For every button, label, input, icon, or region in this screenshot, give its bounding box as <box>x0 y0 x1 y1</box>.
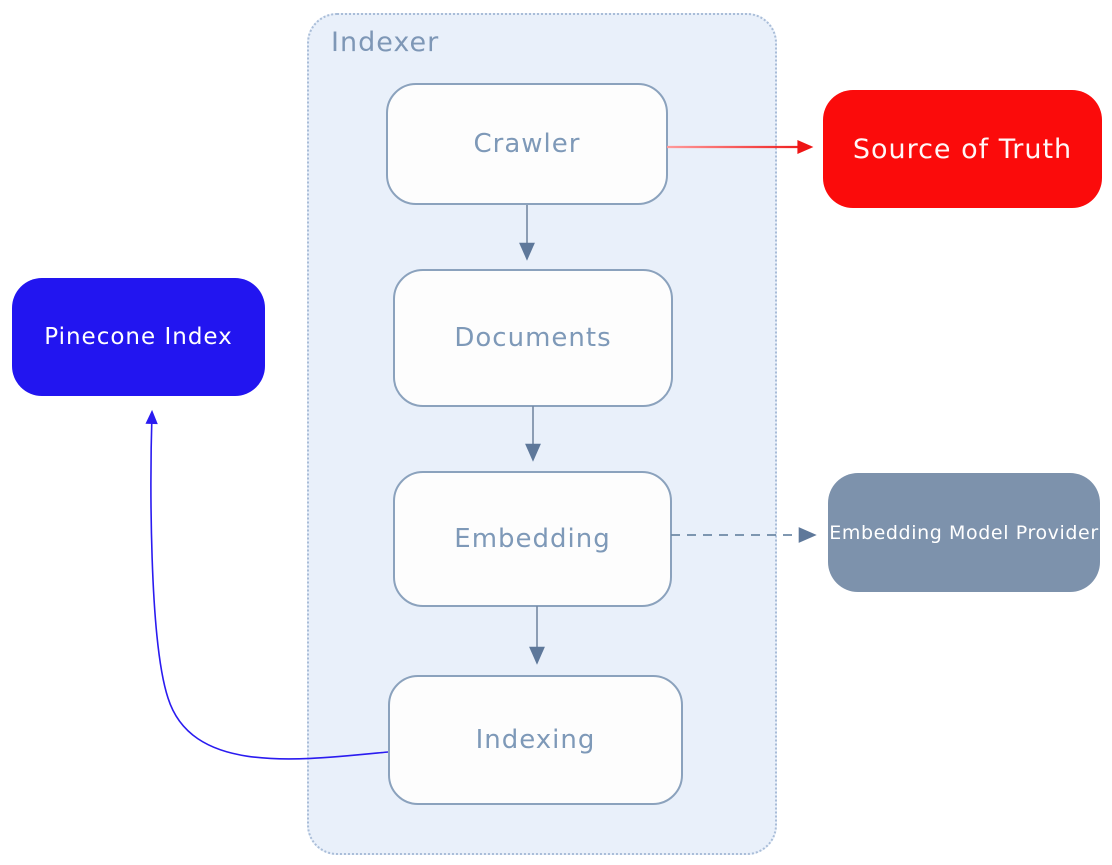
node-documents-label: Documents <box>454 323 612 353</box>
node-embedding: Embedding <box>393 471 672 607</box>
node-indexing: Indexing <box>388 675 683 805</box>
node-documents: Documents <box>393 269 673 407</box>
node-embedding-label: Embedding <box>454 524 611 554</box>
node-crawler: Crawler <box>386 83 668 205</box>
node-pinecone-index-label: Pinecone Index <box>44 324 233 350</box>
node-embedding-model-provider-label: Embedding Model Provider <box>829 521 1099 544</box>
node-indexing-label: Indexing <box>475 725 596 755</box>
node-source-of-truth-label: Source of Truth <box>852 133 1073 165</box>
indexer-group-label: Indexer <box>331 27 440 58</box>
node-source-of-truth: Source of Truth <box>823 90 1102 208</box>
node-crawler-label: Crawler <box>473 129 581 159</box>
node-embedding-model-provider: Embedding Model Provider <box>828 473 1100 592</box>
node-pinecone-index: Pinecone Index <box>12 278 265 396</box>
